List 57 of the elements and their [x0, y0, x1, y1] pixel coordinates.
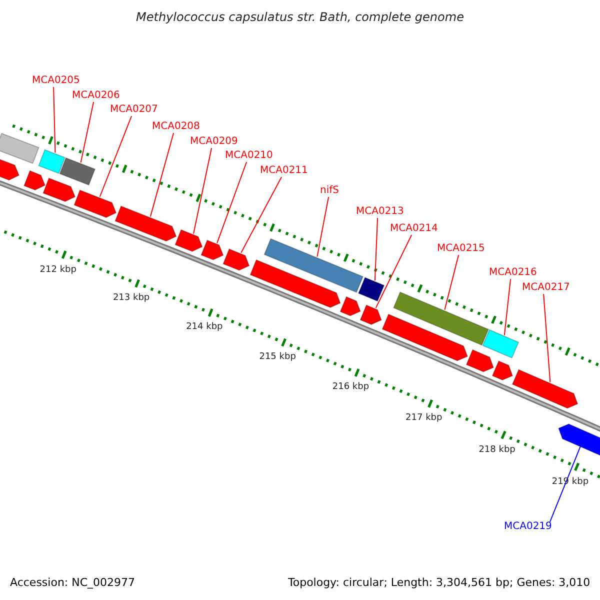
gene-label: MCA0211	[260, 166, 308, 176]
title: Methylococcus capsulatus str. Bath, complete genome	[136, 11, 464, 23]
gene-label: MCA0217	[522, 283, 570, 293]
scale-label: 217 kbp	[406, 414, 442, 424]
leader-line	[240, 176, 282, 254]
scale-label: 212 kbp	[40, 266, 76, 275]
gene-label: MCA0213	[356, 207, 404, 217]
gene-label: MCA0208	[152, 122, 200, 132]
gene-feature	[42, 177, 76, 202]
leader-line	[543, 294, 551, 383]
gene-bar	[264, 238, 364, 293]
footer-text: Topology: circular; Length: 3,304,561 bp; Genes: 3,010	[288, 577, 590, 588]
gene-bar	[38, 149, 66, 174]
gene-bar	[0, 132, 40, 164]
gene-bar	[59, 157, 96, 186]
gene-feature	[382, 314, 468, 362]
gene-label: MCA0216	[489, 268, 537, 278]
gene-label: MCA0215	[437, 244, 485, 254]
scale-label: 215 kbp	[259, 353, 296, 362]
gene-feature	[222, 248, 250, 271]
gene-bar	[392, 291, 490, 346]
leader-line	[444, 254, 460, 310]
leader-line	[375, 234, 412, 308]
gene-label: MCA0209	[190, 137, 238, 147]
gene-label: MCA0207	[110, 105, 158, 115]
leader-line	[374, 218, 378, 281]
gene-feature	[250, 259, 341, 308]
gene-label: MCA0214	[390, 224, 438, 234]
gene-feature	[360, 304, 382, 326]
leader-line	[216, 162, 248, 244]
gene-feature	[512, 368, 578, 409]
gene-feature	[74, 189, 117, 218]
leader-line	[504, 278, 512, 336]
gene-label: nifS	[320, 186, 339, 196]
gene-feature	[200, 240, 224, 260]
leader-line	[193, 148, 212, 234]
gene-label: MCA0219	[504, 522, 552, 532]
gene-feature	[0, 156, 20, 181]
gene-feature	[174, 229, 203, 252]
gene-label: MCA0206	[72, 91, 120, 101]
gene-feature	[340, 296, 362, 316]
leader-line	[99, 116, 132, 198]
scale-label: 218 kbp	[478, 446, 516, 455]
gene-feature	[23, 170, 46, 191]
gene-label: MCA0210	[225, 151, 273, 161]
scale-label: 213 kbp	[112, 294, 150, 304]
gene-label: MCA0205	[32, 76, 80, 86]
leader-line	[549, 446, 581, 522]
gene-feature	[114, 205, 177, 242]
leader-line	[150, 132, 174, 218]
scale-label: 214 kbp	[186, 323, 223, 332]
leader-line	[53, 86, 56, 154]
gene-bar	[358, 276, 385, 302]
scale-label: 216 kbp	[332, 383, 370, 392]
gene-feature	[466, 349, 494, 372]
footer-text: Accession: NC_002977	[10, 577, 136, 588]
gene-bar	[482, 329, 520, 359]
